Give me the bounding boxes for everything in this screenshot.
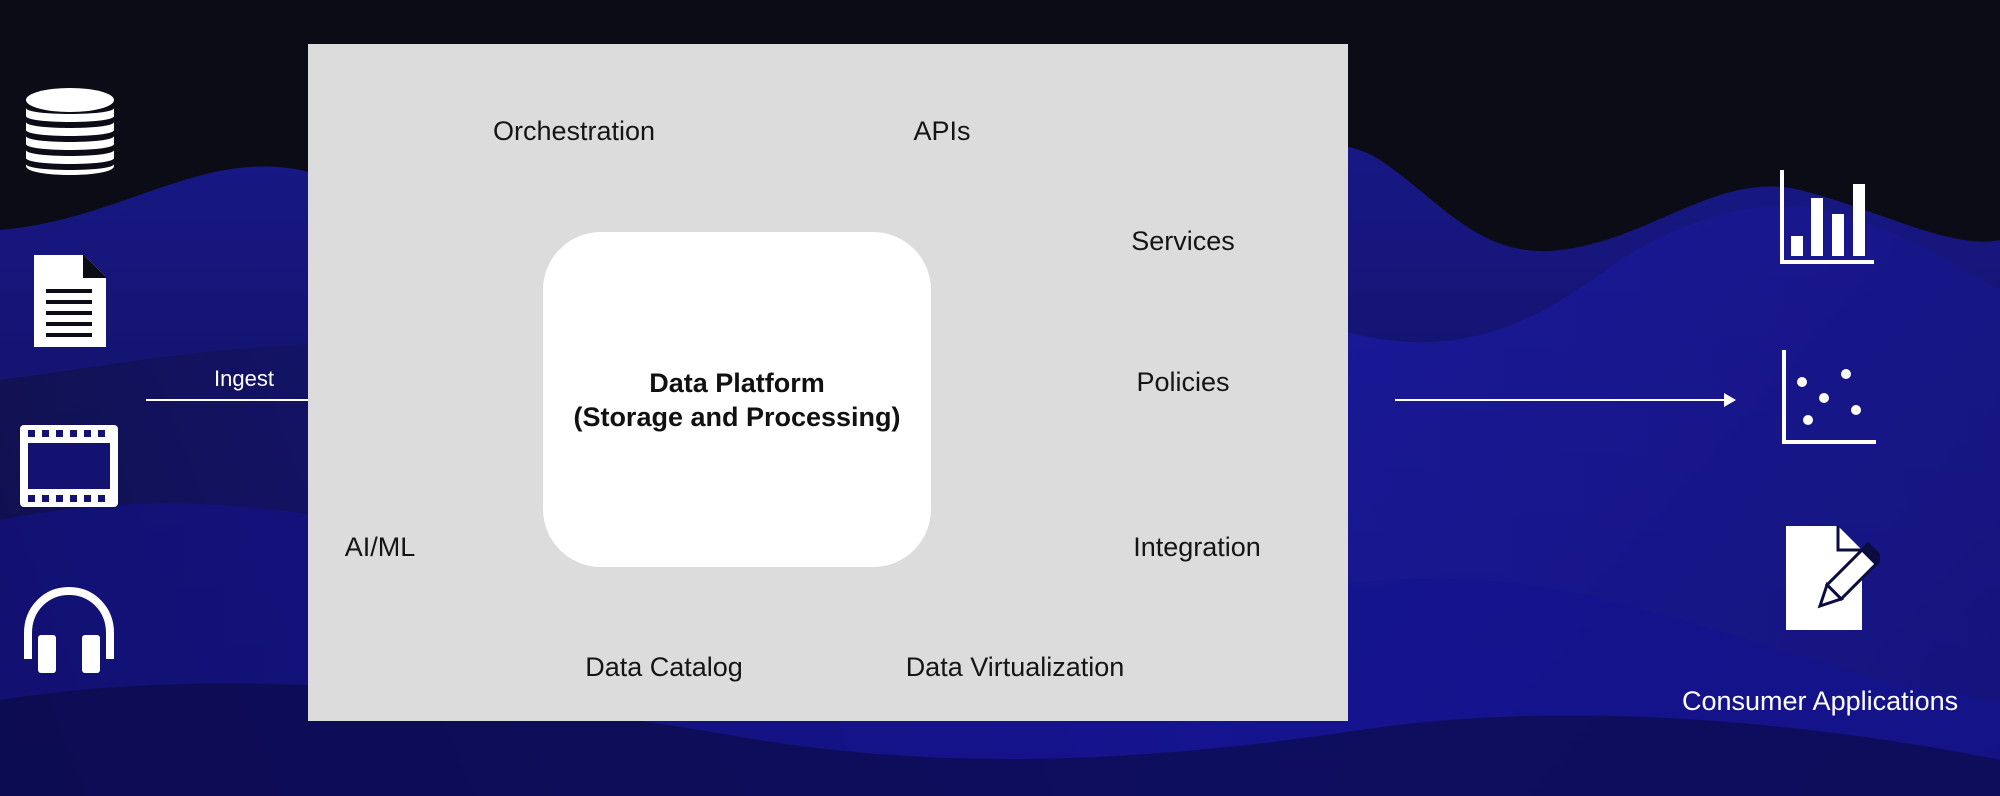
capability-data-virtualization: Data Virtualization: [905, 652, 1125, 682]
edit-document-icon: [1786, 526, 1880, 630]
ingest-label: Ingest: [214, 366, 274, 391]
scatter-plot-icon: [1782, 350, 1876, 444]
output-arrow: [1395, 393, 1736, 407]
capability-policies: Policies: [1136, 367, 1230, 397]
database-icon: [26, 88, 114, 175]
data-platform-core: Data Platform (Storage and Processing): [543, 232, 931, 567]
bar-chart-icon: [1780, 170, 1874, 264]
core-subtitle: (Storage and Processing): [573, 401, 901, 432]
core-title: Data Platform: [649, 367, 825, 398]
capability-apis: APIs: [913, 116, 971, 146]
capability-integration: Integration: [1133, 532, 1261, 562]
capability-services: Services: [1131, 226, 1235, 256]
headphones-icon: [24, 586, 114, 673]
capability-orchestration: Orchestration: [492, 116, 656, 146]
document-icon: [34, 255, 106, 347]
capability-aiml: AI/ML: [344, 532, 416, 562]
consumer-applications-label: Consumer Applications: [1682, 686, 1959, 716]
capability-data-catalog: Data Catalog: [585, 652, 743, 682]
film-icon: [20, 425, 118, 507]
